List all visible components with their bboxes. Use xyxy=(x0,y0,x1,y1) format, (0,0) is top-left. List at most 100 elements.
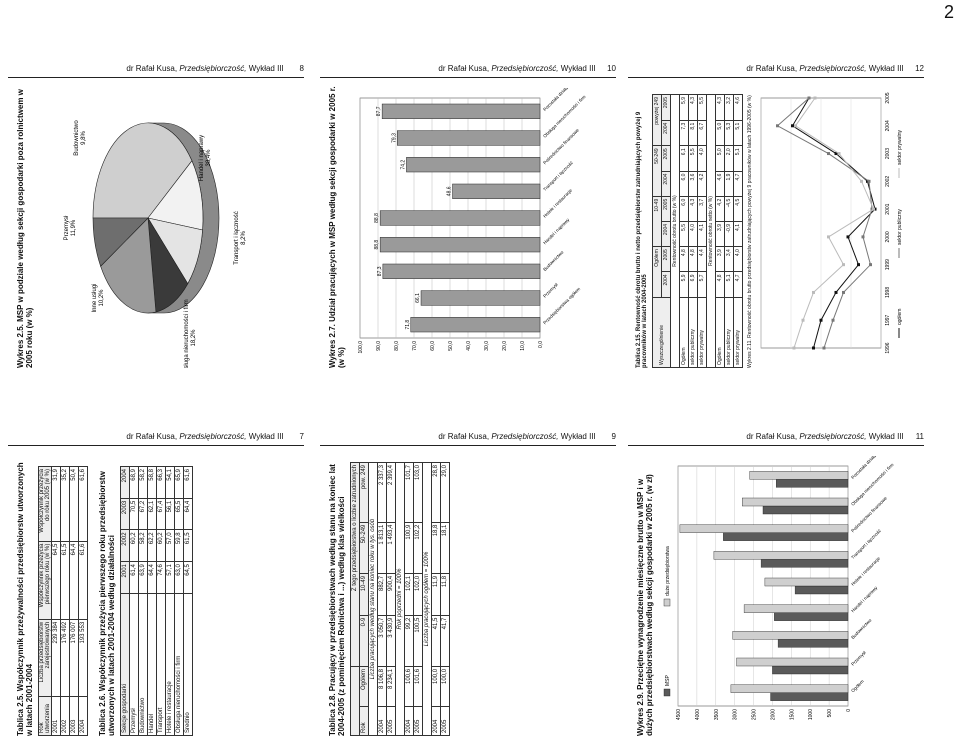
series-point xyxy=(801,318,805,322)
table-cell: 61,5 xyxy=(183,529,193,562)
section-row: Rentowność obrotu netto (w %) xyxy=(706,94,716,368)
column-header: Wyszczególnienie xyxy=(652,297,671,368)
y-tick-label: 3500 xyxy=(714,709,720,720)
table-title: Tablica 2.6. Współczynnik przeżycia pier… xyxy=(98,471,116,736)
series-point xyxy=(807,96,811,100)
series-point xyxy=(791,124,794,128)
table-cell: 58,2 xyxy=(138,466,148,499)
table-cell: 4,0 xyxy=(688,221,698,247)
column-header: Sekcje gospodarki xyxy=(120,593,130,736)
slide-12: dr Rafał Kusa, Przedsiębiorczość, Wykład… xyxy=(628,60,924,370)
x-tick-label: 2002 xyxy=(885,176,891,187)
table-cell: 5,3 xyxy=(724,120,734,146)
table-cell: 5,9 xyxy=(679,271,689,298)
series-point xyxy=(834,152,838,156)
bar xyxy=(770,692,849,701)
header-lecture: Wykład III xyxy=(560,432,596,441)
slide-number: 11 xyxy=(915,432,924,441)
table-cell: 1 813,1 xyxy=(377,522,387,574)
table-cell: 1,9 xyxy=(724,171,734,197)
table-cell: 2005 xyxy=(440,706,450,736)
pie-slice xyxy=(92,122,193,219)
table-cell: 4,3 xyxy=(715,94,725,121)
column-header: Ogółem xyxy=(652,246,662,298)
y-tick-label: 3000 xyxy=(733,709,739,720)
column-header: 50-249 xyxy=(652,145,662,197)
bar xyxy=(736,657,849,667)
header-course: Przedsiębiorczość, xyxy=(799,432,867,441)
table-cell: 2,0 xyxy=(724,145,734,172)
table-cell: 35,2 xyxy=(60,466,70,542)
header-lecture: Wykład III xyxy=(248,432,284,441)
column-header: Współczynnik przeżycia do roku 2005 (w %… xyxy=(38,466,52,542)
header-author: dr Rafał Kusa, xyxy=(126,64,178,73)
header-author: dr Rafał Kusa, xyxy=(438,432,490,441)
page-number: 2 xyxy=(943,2,954,22)
table-cell: 1 493,4 xyxy=(386,522,396,574)
section-row: Liczba pracujących według stanu na konie… xyxy=(368,462,378,736)
slice-value: 38,4% xyxy=(206,149,212,167)
table-cell: 59,8 xyxy=(174,529,184,562)
series-point xyxy=(834,290,838,294)
y-tick-label: 100,0 xyxy=(358,341,364,354)
table-cell: Ogółem xyxy=(679,297,689,368)
table-cell: 4,8 xyxy=(679,246,689,272)
table-cell: 61,6 xyxy=(78,466,88,542)
legend-label: duże przedsiębiorstwa xyxy=(665,546,671,596)
table-cell: 102,1 xyxy=(404,573,414,616)
bar-value-label: 71,8 xyxy=(405,320,411,330)
table-cell: 6,0 xyxy=(679,171,689,197)
table-cell: 900,4 xyxy=(386,573,396,616)
table-cell: 100,5 xyxy=(413,615,423,667)
table-cell: 61,5 xyxy=(60,541,70,620)
x-tick-label: Ogółem xyxy=(850,679,865,694)
table-cell: 4,6 xyxy=(715,171,725,197)
table-cell: Ogółem xyxy=(715,297,725,368)
table-cell: 18,8 xyxy=(431,522,441,574)
series-point xyxy=(842,290,845,294)
group-header: Z tego przedsiębiorstwa o liczbie zatrud… xyxy=(350,462,360,667)
legend-swatch xyxy=(663,598,671,607)
table-cell: 5,5 xyxy=(688,145,698,172)
bar-value-label: 88,8 xyxy=(374,240,380,250)
column-header: pow. 249 xyxy=(359,462,369,523)
year-header: 2004 xyxy=(661,171,671,197)
table-cell: 11,9 xyxy=(431,573,441,616)
series-point xyxy=(846,235,850,239)
table-cell: 3,9 xyxy=(715,246,725,272)
column-header: 50-249 xyxy=(359,522,369,574)
series-line xyxy=(776,97,873,349)
slide-9: dr Rafał Kusa, Przedsiębiorczość, Wykład… xyxy=(320,428,616,738)
bar-value-label: 66,1 xyxy=(415,293,421,303)
section-label: Liczba pracujących według stanu na konie… xyxy=(368,462,378,736)
table-cell: 193 553 xyxy=(78,619,88,697)
table-cell: 65,5 xyxy=(174,498,184,530)
bar xyxy=(743,604,849,613)
wage-bar-chart: 050010001500200025003000350040004500Ogół… xyxy=(663,454,899,720)
slice-label: Inne usługi xyxy=(92,283,98,312)
series-point xyxy=(857,263,860,267)
table-cell: 6,7 xyxy=(697,120,707,146)
header-lecture: Wykład III xyxy=(560,64,596,73)
column-header: 0-9 xyxy=(359,615,369,667)
chart-title: Wykres 2.5. MSP w podziale według sekcji… xyxy=(16,89,34,368)
bar xyxy=(679,524,849,533)
table-cell: 3,2 xyxy=(724,94,734,121)
header-author: dr Rafał Kusa, xyxy=(746,432,798,441)
table-cell: 6,1 xyxy=(679,145,689,172)
table-cell: 70,5 xyxy=(129,498,139,530)
table-cell: 67,4 xyxy=(156,498,166,530)
x-tick-label: 1996 xyxy=(885,342,891,353)
table-title: Tablica 2.15. Rentowność obrotu brutto i… xyxy=(636,111,648,368)
table-cell: 4,7 xyxy=(733,171,743,197)
table-cell: 101,6 xyxy=(413,666,423,707)
header-author: dr Rafał Kusa, xyxy=(438,64,490,73)
